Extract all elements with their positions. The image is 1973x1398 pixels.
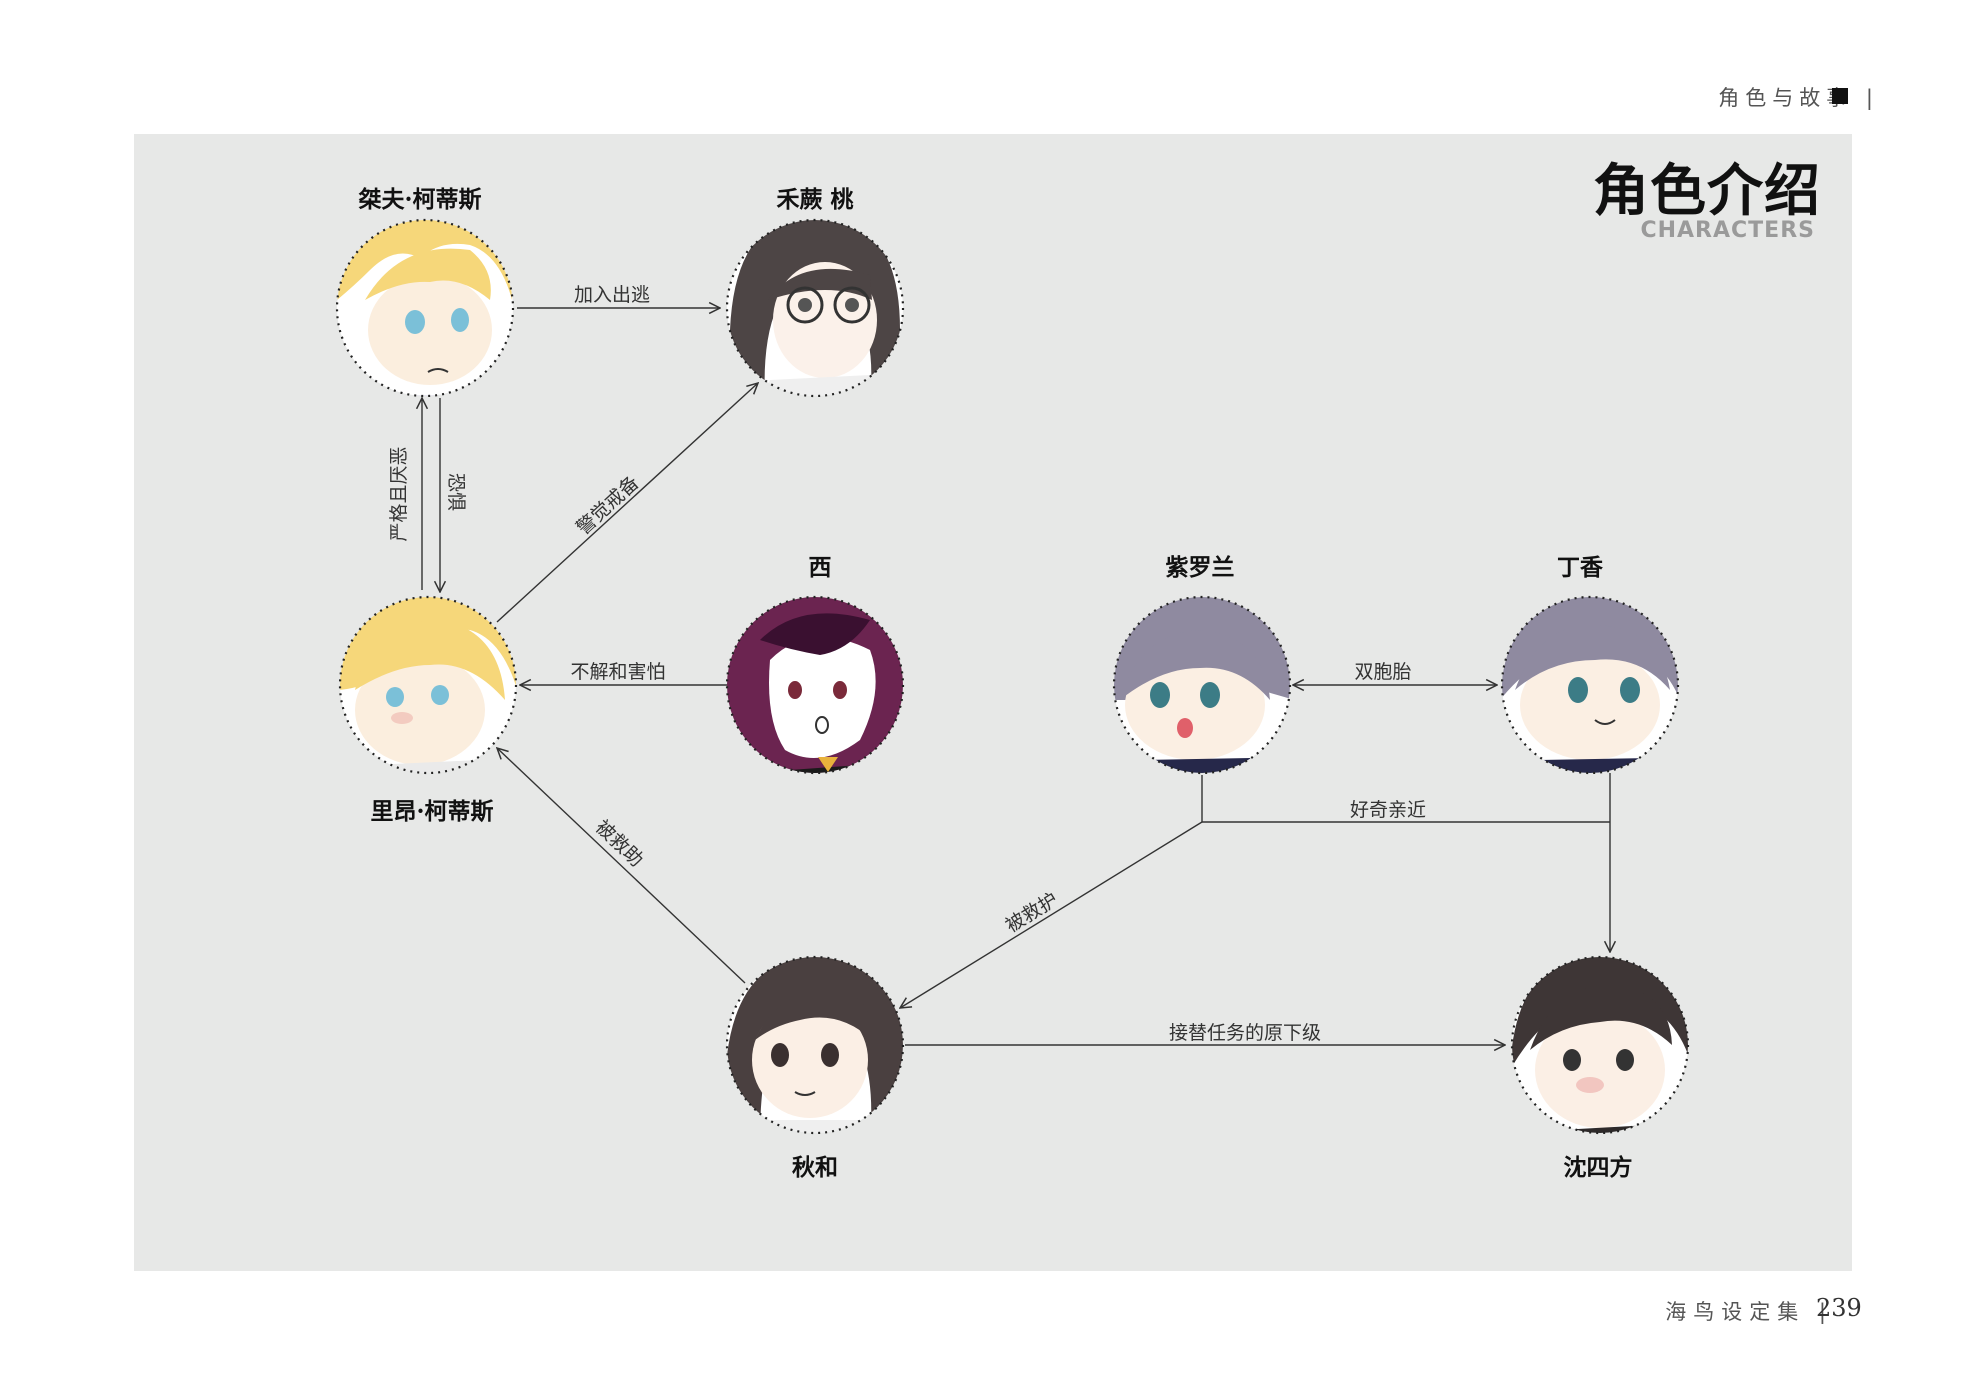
portrait-dingxiang (1500, 595, 1680, 775)
label-confused-afraid: 不解和害怕 (570, 661, 665, 683)
portrait-ziluolan (1112, 595, 1292, 775)
edge-twins: 双胞胎 (1293, 661, 1497, 685)
label-join-escape: 加入出逃 (574, 284, 650, 306)
name-lion: 里昂·柯蒂斯 (370, 798, 494, 825)
section-marker (1832, 88, 1848, 104)
name-jeff: 桀夫·柯蒂斯 (358, 186, 482, 213)
edge-strict-dislike: 严格且厌恶 (388, 398, 422, 590)
portrait-qiuhe (725, 955, 905, 1135)
label-rescued-protect: 被救护 (1002, 889, 1062, 938)
label-successor: 接替任务的原下级 (1169, 1022, 1321, 1044)
label-strict-dislike: 严格且厌恶 (388, 446, 410, 541)
portrait-hewei (725, 218, 905, 398)
label-alert: 警觉戒备 (572, 472, 643, 540)
label-curious-close: 好奇亲近 (1350, 799, 1426, 821)
edge-alert: 警觉戒备 (496, 383, 758, 623)
page-number: 239 (1816, 1294, 1862, 1322)
page-subtitle: CHARACTERS (1640, 218, 1815, 243)
name-xi: 西 (808, 554, 832, 581)
portrait-xi (725, 595, 905, 775)
footer-book-title: 海鸟设定集 | (1665, 1300, 1833, 1324)
name-qiuhe: 秋和 (792, 1154, 838, 1181)
edge-curious-close: 好奇亲近 (1201, 773, 1610, 952)
name-shensifang: 沈四方 (1563, 1154, 1633, 1181)
portrait-lion (338, 595, 518, 775)
edge-confused-afraid: 不解和害怕 (520, 661, 727, 685)
label-fear: 恐惧 (445, 473, 467, 511)
label-twins: 双胞胎 (1354, 661, 1411, 683)
name-ziluolan: 紫罗兰 (1165, 554, 1235, 581)
portrait-shensifang (1510, 955, 1690, 1135)
name-hewei: 禾蕨 桃 (776, 186, 854, 213)
page-title: 角色介绍 (1593, 159, 1821, 224)
edge-fear: 恐惧 (440, 398, 467, 592)
edge-rescued-protect: 被救护 (900, 821, 1203, 1008)
edge-join-escape: 加入出逃 (517, 284, 720, 308)
portrait-jeff (335, 218, 515, 398)
edge-rescued-help: 被救助 (497, 748, 746, 984)
name-dingxiang: 丁香 (1557, 554, 1603, 581)
edge-successor: 接替任务的原下级 (905, 1022, 1505, 1045)
